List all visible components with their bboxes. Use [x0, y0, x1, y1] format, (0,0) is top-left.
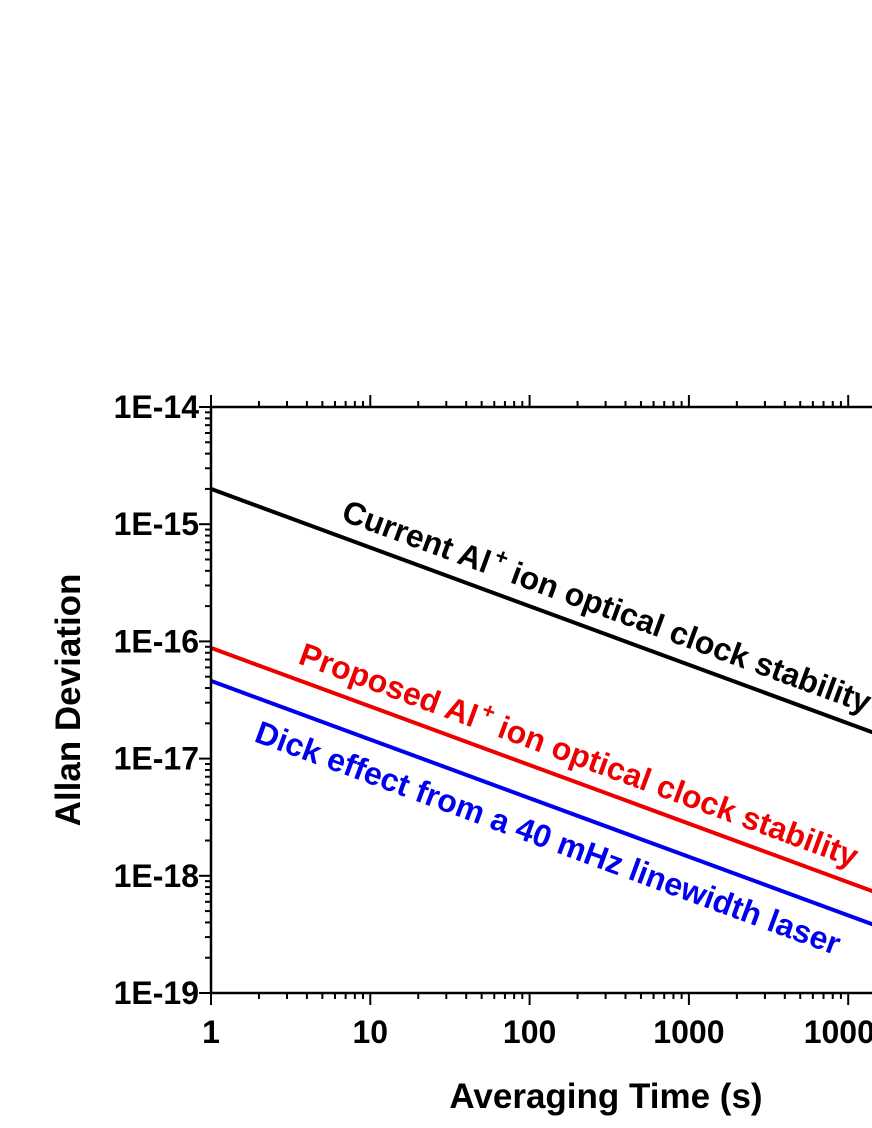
series-line-0	[211, 487, 872, 735]
tick-labels: 1 10 100 1000 10000 1E-14 1E-15 1E-16 1E-17 1E-18…	[114, 389, 872, 1050]
y-tick-label: 1E-15	[114, 506, 199, 542]
x-axis-title: Averaging Time (s)	[449, 1077, 762, 1116]
y-tick-label: 1E-17	[114, 741, 199, 777]
x-tick-label: 1000	[653, 1014, 724, 1050]
x-tick-label: 10	[353, 1014, 389, 1050]
y-tick-label: 1E-19	[114, 975, 199, 1011]
y-tick-label: 1E-16	[114, 623, 199, 659]
y-axis-title: Allan Deviation	[49, 574, 88, 827]
series-line-1	[211, 646, 872, 894]
data-series	[211, 487, 872, 927]
series-line-2	[211, 679, 872, 927]
y-tick-label: 1E-14	[114, 389, 200, 425]
axes-frame	[209, 405, 872, 995]
x-tick-label: 10000	[804, 1014, 872, 1050]
y-tick-label: 1E-18	[114, 858, 199, 894]
x-tick-label: 100	[503, 1014, 556, 1050]
x-tick-label: 1	[202, 1014, 220, 1050]
